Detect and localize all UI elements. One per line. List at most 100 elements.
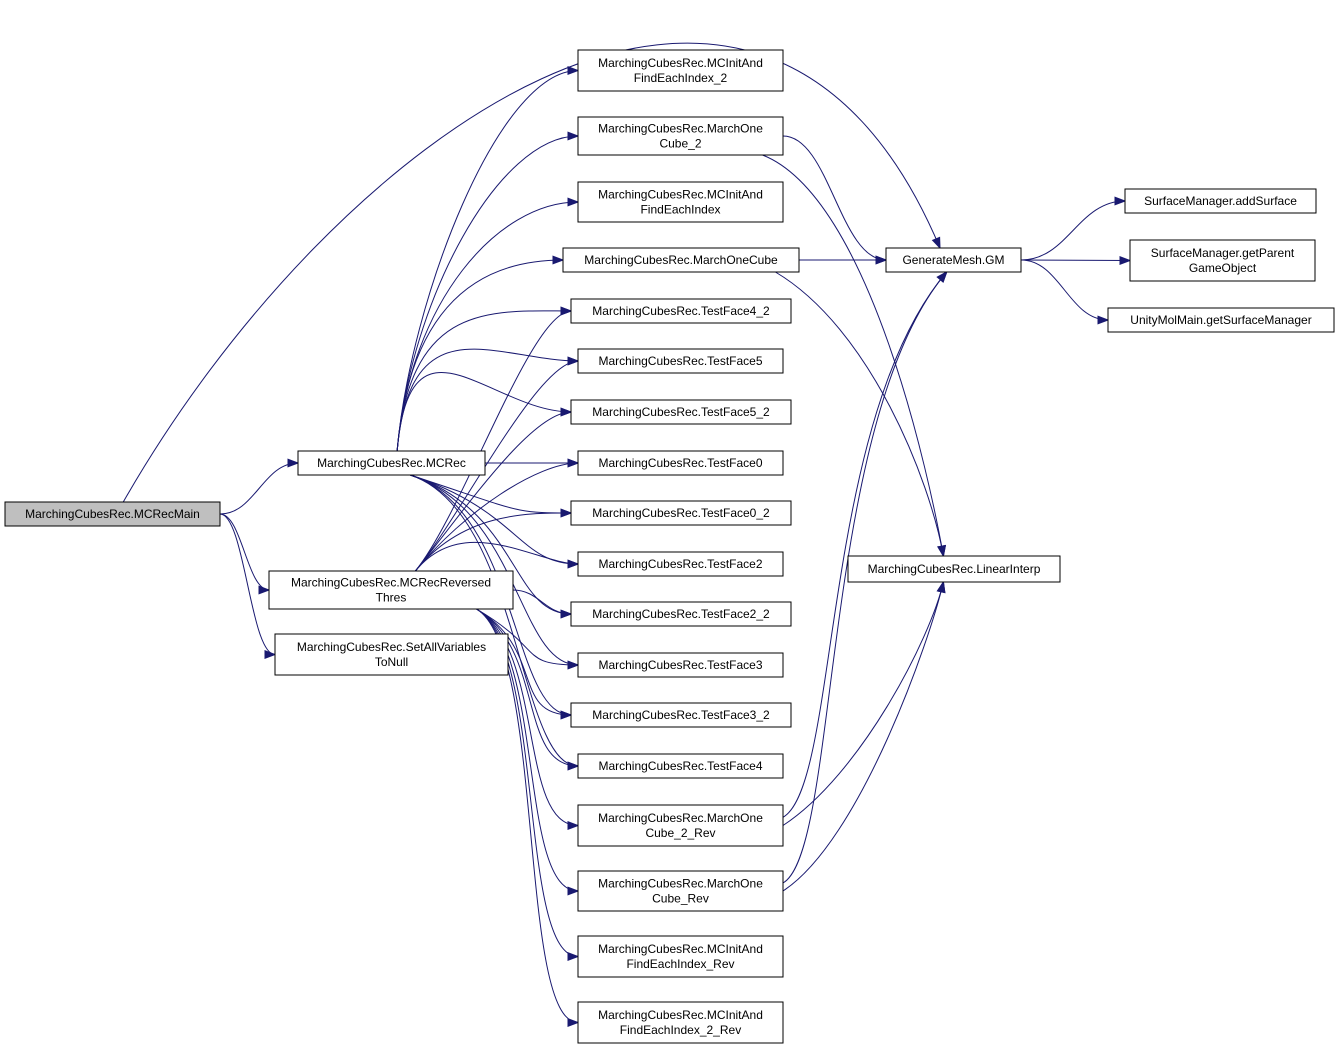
node-mcinit2rev[interactable]: MarchingCubesRec.MCInitAndFindEachIndex_…: [577, 1001, 784, 1044]
node-box: [577, 551, 784, 577]
node-tf4[interactable]: MarchingCubesRec.TestFace4: [577, 753, 784, 779]
edge-mcrec-mcinit2: [396, 70, 579, 452]
edge-mcrecrev-tf4_2: [415, 310, 572, 572]
node-tf4_2[interactable]: MarchingCubesRec.TestFace4_2: [570, 298, 792, 324]
edge-gm-getparent: [1020, 259, 1131, 261]
node-label: GameObject: [1189, 261, 1257, 275]
node-tf0[interactable]: MarchingCubesRec.TestFace0: [577, 450, 784, 476]
node-label: MarchingCubesRec.TestFace0_2: [592, 506, 770, 520]
node-march2rev[interactable]: MarchingCubesRec.MarchOneCube_2_Rev: [577, 804, 784, 847]
node-label: MarchingCubesRec.TestFace3: [598, 658, 762, 672]
node-tf2_2[interactable]: MarchingCubesRec.TestFace2_2: [570, 601, 792, 627]
node-tf2[interactable]: MarchingCubesRec.TestFace2: [577, 551, 784, 577]
node-box: [577, 1001, 784, 1044]
node-gm[interactable]: GenerateMesh.GM: [885, 247, 1022, 273]
node-box: [577, 753, 784, 779]
node-label: MarchingCubesRec.TestFace4_2: [592, 304, 770, 318]
node-mcrec[interactable]: MarchingCubesRec.MCRec: [297, 450, 486, 476]
node-box: [577, 181, 784, 223]
edge-gm-getsurfmgr: [1020, 259, 1109, 321]
node-box: [268, 570, 514, 610]
node-label: SurfaceManager.getParent: [1151, 246, 1295, 260]
node-label: MarchingCubesRec.TestFace3_2: [592, 708, 770, 722]
node-tf5[interactable]: MarchingCubesRec.TestFace5: [577, 348, 784, 374]
edge-marchrev-gm: [782, 271, 948, 884]
edge-arrowhead: [567, 559, 580, 569]
node-label: MarchingCubesRec.MCInitAnd: [598, 1008, 763, 1022]
edge-mcrec-tf5: [396, 348, 579, 452]
node-label: UnityMolMain.getSurfaceManager: [1130, 313, 1311, 327]
edge-mcrec-tf2_2: [410, 474, 572, 615]
node-mcrecmain[interactable]: MarchingCubesRec.MCRecMain: [4, 501, 221, 527]
node-box: [577, 935, 784, 978]
node-box: [847, 555, 1061, 583]
edge-march2rev-linear: [782, 581, 944, 826]
node-label: MarchingCubesRec.MarchOneCube: [584, 253, 778, 267]
node-label: Cube_Rev: [652, 892, 709, 906]
node-mcinitrev[interactable]: MarchingCubesRec.MCInitAndFindEachIndex_…: [577, 935, 784, 978]
edge-mcrecrev-tf4: [476, 608, 579, 767]
edge-mcrec-tf0_2: [410, 474, 572, 514]
edge-arrowhead: [567, 660, 580, 670]
edge-arrowhead: [567, 356, 580, 366]
edge-arrowhead: [875, 255, 888, 265]
node-tf3[interactable]: MarchingCubesRec.TestFace3: [577, 652, 784, 678]
node-box: [4, 501, 221, 527]
node-label: FindEachIndex_Rev: [626, 957, 734, 971]
edge-arrowhead: [258, 585, 271, 595]
node-label: FindEachIndex_2_Rev: [620, 1023, 741, 1037]
node-label: MarchingCubesRec.MCInitAnd: [598, 188, 763, 202]
edge-mcrecrev-tf0_2: [415, 512, 572, 572]
node-label: FindEachIndex: [640, 203, 720, 217]
edge-arrowhead: [567, 951, 580, 962]
node-tf3_2[interactable]: MarchingCubesRec.TestFace3_2: [570, 702, 792, 728]
edge-gm-addsurf: [1020, 200, 1126, 261]
node-mcinit2[interactable]: MarchingCubesRec.MCInitAndFindEachIndex_…: [577, 49, 784, 92]
edge-arrowhead: [567, 820, 580, 831]
node-box: [570, 399, 792, 425]
node-label: Cube_2_Rev: [645, 826, 715, 840]
edge-mcrecrev-tf5_2: [415, 411, 572, 572]
node-getsurfmgr[interactable]: UnityMolMain.getSurfaceManager: [1107, 307, 1335, 333]
edge-arrowhead: [567, 458, 580, 468]
node-box: [577, 348, 784, 374]
edge-mcrecmain-mcrec: [219, 462, 299, 515]
node-addsurf[interactable]: SurfaceManager.addSurface: [1124, 188, 1317, 214]
node-box: [274, 633, 509, 676]
node-march[interactable]: MarchingCubesRec.MarchOneCube: [562, 247, 800, 273]
node-label: FindEachIndex_2: [634, 71, 728, 85]
edge-march2-linear: [762, 154, 944, 557]
node-linear[interactable]: MarchingCubesRec.LinearInterp: [847, 555, 1061, 583]
edge-arrowhead: [567, 65, 580, 76]
node-label: MarchingCubesRec.TestFace4: [598, 759, 762, 773]
node-tf5_2[interactable]: MarchingCubesRec.TestFace5_2: [570, 399, 792, 425]
node-march2[interactable]: MarchingCubesRec.MarchOneCube_2: [577, 116, 784, 156]
edge-arrowhead: [560, 508, 573, 518]
edge-mcrecmain-mcrecrev: [219, 513, 270, 591]
edge-arrowhead: [567, 761, 580, 771]
edge-arrowhead: [560, 407, 573, 417]
edge-mcrec-march: [396, 259, 564, 452]
nodes-layer: MarchingCubesRec.MCRecMainMarchingCubesR…: [4, 49, 1335, 1044]
node-label: MarchingCubesRec.SetAllVariables: [297, 640, 486, 654]
node-label: ToNull: [375, 655, 408, 669]
edge-march2-gm: [782, 135, 887, 261]
node-box: [562, 247, 800, 273]
node-label: MarchingCubesRec.MCInitAnd: [598, 942, 763, 956]
node-label: Thres: [376, 591, 407, 605]
edge-mcrec-tf5_2: [396, 371, 572, 452]
node-box: [570, 298, 792, 324]
edge-arrowhead: [560, 609, 573, 619]
node-box: [885, 247, 1022, 273]
node-label: Cube_2: [659, 137, 701, 151]
edge-mcrecmain-gm: [122, 42, 941, 503]
node-tf0_2[interactable]: MarchingCubesRec.TestFace0_2: [570, 500, 792, 526]
node-marchrev[interactable]: MarchingCubesRec.MarchOneCube_Rev: [577, 870, 784, 912]
node-box: [577, 870, 784, 912]
edge-arrowhead: [264, 649, 277, 660]
